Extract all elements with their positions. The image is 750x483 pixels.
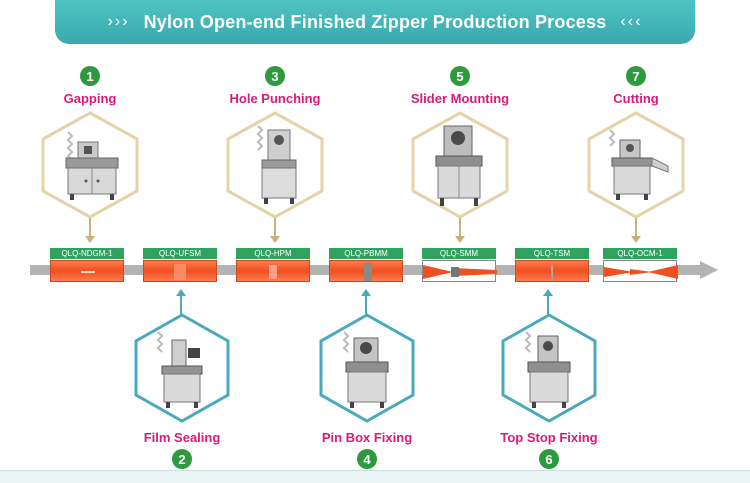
step-2-label: Film Sealing	[143, 430, 221, 445]
zipper-segment-7	[603, 260, 678, 282]
zipper-segment-4	[329, 260, 403, 282]
footer-band	[0, 470, 750, 483]
step-2-connector-arrow	[176, 289, 186, 314]
step-2-code-tag: QLQ-UFSM	[143, 248, 217, 259]
zipper-segment-6	[515, 260, 589, 282]
step-5-number-badge: 5	[450, 66, 470, 86]
page-title: Nylon Open-end Finished Zipper Productio…	[143, 11, 607, 32]
pin-box-fixing-machine-image	[336, 330, 398, 415]
hole-punching-machine-image	[248, 124, 304, 211]
step-7-number-badge: 7	[626, 66, 646, 86]
step-2-number-badge: 2	[172, 449, 192, 469]
zipper-segment-2	[143, 260, 217, 282]
step-7-label: Cutting	[613, 91, 659, 106]
step-4-label: Pin Box Fixing	[321, 430, 413, 445]
step-7-code-tag: QLQ-OCM-1	[603, 248, 677, 259]
slider-mounting-machine-image	[430, 124, 490, 213]
step-6-label: Top Stop Fixing	[500, 430, 598, 445]
step-1-connector-arrow	[85, 218, 95, 243]
step-1-code-tag: QLQ-NDGM-1	[50, 248, 124, 259]
step-4-connector-arrow	[361, 289, 371, 314]
step-6-number-badge: 6	[539, 449, 559, 469]
step-6-code-tag: QLQ-TSM	[515, 248, 589, 259]
step-5-connector-arrow	[455, 218, 465, 243]
step-3-number-badge: 3	[265, 66, 285, 86]
step-4-code-tag: QLQ-PBMM	[329, 248, 403, 259]
film-sealing-machine-image	[150, 330, 214, 415]
step-6-connector-arrow	[543, 289, 553, 314]
step-3-code-tag: QLQ-HPM	[236, 248, 310, 259]
step-5-code-tag: QLQ-SMM	[422, 248, 496, 259]
step-1-label: Gapping	[63, 91, 117, 106]
step-1-number-badge: 1	[80, 66, 100, 86]
zipper-segment-3	[236, 260, 310, 282]
page-header: ››› Nylon Open-end Finished Zipper Produ…	[55, 0, 695, 44]
step-3-label: Hole Punching	[229, 91, 321, 106]
step-4-number-badge: 4	[357, 449, 377, 469]
step-7-connector-arrow	[631, 218, 641, 243]
zipper-segment-1	[50, 260, 124, 282]
zipper-segment-5	[422, 260, 497, 282]
process-arrow-head-icon	[700, 261, 718, 279]
chevrons-left-icon: ‹‹‹	[620, 13, 643, 30]
cutting-machine-image	[604, 128, 670, 209]
step-3-connector-arrow	[270, 218, 280, 243]
chevrons-right-icon: ›››	[107, 13, 130, 30]
top-stop-fixing-machine-image	[518, 330, 580, 415]
gapping-machine-image	[58, 128, 124, 209]
step-5-label: Slider Mounting	[410, 91, 510, 106]
